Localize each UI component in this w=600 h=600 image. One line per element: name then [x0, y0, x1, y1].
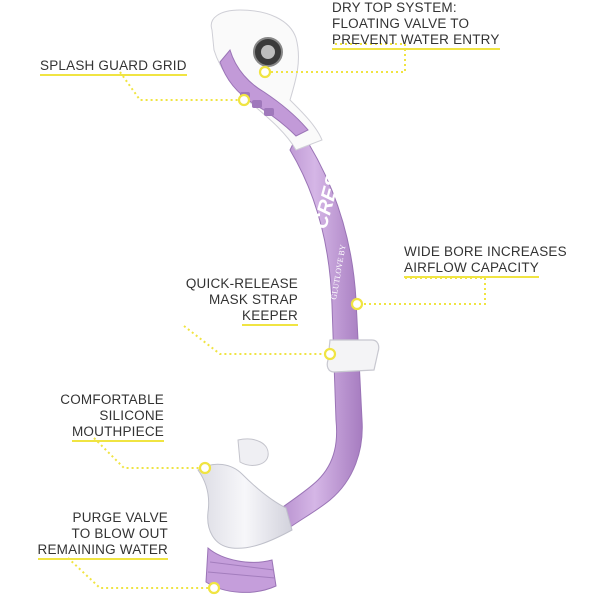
marker-wide-bore: [350, 297, 364, 311]
callout-purge-valve: PURGE VALVE TO BLOW OUT REMAINING WATER: [20, 510, 168, 560]
callout-line: MOUTHPIECE: [71, 424, 164, 442]
grid-slot: [252, 100, 262, 108]
marker-mouthpiece: [198, 461, 212, 475]
valve-emblem-center: [261, 45, 275, 59]
grid-slot: [264, 108, 274, 116]
callout-line: MASK STRAP: [208, 292, 298, 307]
callout-line: TO BLOW OUT: [71, 526, 168, 541]
callout-dry-top: DRY TOP SYSTEM: FLOATING VALVE TO PREVEN…: [332, 0, 500, 50]
callout-line: WIDE BORE INCREASES: [404, 244, 567, 259]
marker-splash-guard: [237, 93, 251, 107]
callout-line: AIRFLOW CAPACITY: [404, 260, 539, 278]
callout-line: COMFORTABLE: [60, 392, 164, 407]
leader-lines: [67, 43, 486, 589]
callout-line: REMAINING WATER: [37, 542, 168, 560]
callout-line: PURGE VALVE: [72, 510, 168, 525]
callout-line: QUICK-RELEASE: [185, 276, 298, 291]
callout-wide-bore: WIDE BORE INCREASES AIRFLOW CAPACITY: [404, 244, 567, 278]
callout-line: PREVENT WATER ENTRY: [332, 32, 500, 50]
splash-guard-grid: [219, 48, 309, 137]
callout-line: SILICONE: [99, 408, 164, 423]
callout-line: SPLASH GUARD GRID: [40, 58, 187, 76]
marker-strap-keeper: [323, 347, 337, 361]
callout-line: FLOATING VALVE TO: [332, 16, 470, 31]
mask-strap-keeper: [326, 339, 380, 373]
callout-line: KEEPER: [242, 308, 298, 326]
marker-purge-valve: [207, 581, 221, 595]
callout-splash-guard: SPLASH GUARD GRID: [40, 58, 187, 76]
callout-line: DRY TOP SYSTEM:: [332, 0, 457, 15]
callout-mouthpiece: COMFORTABLE SILICONE MOUTHPIECE: [30, 392, 164, 442]
mouthpiece-bite-tab: [237, 438, 269, 466]
marker-dry-top: [258, 65, 272, 79]
mouthpiece: [197, 463, 293, 549]
callout-strap-keeper: QUICK-RELEASE MASK STRAP KEEPER: [150, 276, 298, 326]
